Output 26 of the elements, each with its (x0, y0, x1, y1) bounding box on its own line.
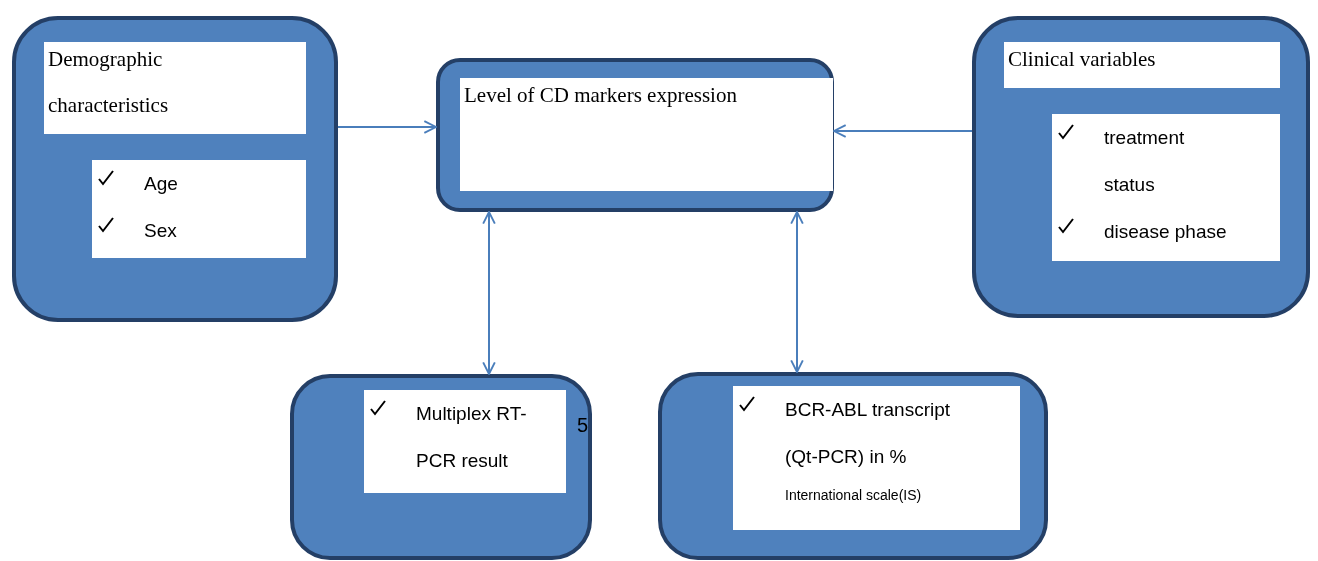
checklist-card (1052, 114, 1280, 261)
arrow (833, 124, 973, 138)
heading-text: Demographic characteristics (47, 46, 170, 119)
rounded-panel (436, 58, 834, 212)
checklist-card (733, 386, 1020, 530)
heading-card (460, 78, 833, 191)
heading-card (44, 42, 306, 134)
arrow (337, 120, 437, 134)
arrow (790, 211, 804, 373)
checklist-card (92, 160, 306, 258)
list-item-text: BCR-ABL transcript (Qt-PCR) in % (785, 398, 952, 469)
heading-text: Level of CD markers expression (463, 82, 738, 109)
heading-text: Clinical variables (1007, 46, 1157, 73)
list-item-text: Multiplex RT-PCR result (416, 402, 528, 473)
list-item-text: Sex (144, 219, 177, 243)
note-text: International scale(IS) (785, 487, 922, 503)
rounded-panel (12, 16, 338, 322)
list-item-text: disease phase (1104, 220, 1227, 244)
rounded-panel (658, 372, 1048, 560)
rounded-panel (290, 374, 592, 560)
arrow (482, 211, 496, 375)
heading-card (1004, 42, 1280, 88)
rounded-panel (972, 16, 1310, 318)
page-number: 5 (577, 414, 589, 437)
list-item-text: Age (144, 172, 178, 196)
checklist-card (364, 390, 566, 493)
